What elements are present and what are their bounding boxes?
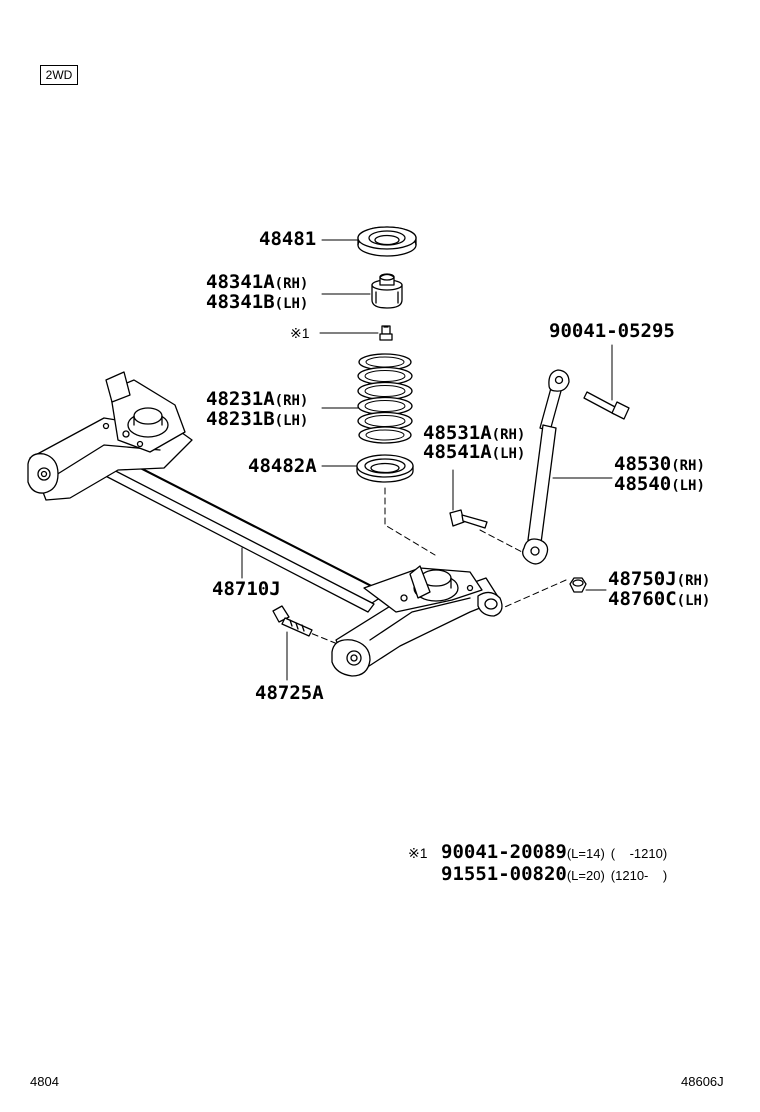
- part-number: 48341A: [206, 271, 275, 293]
- side-lh: (LH): [274, 413, 309, 429]
- footnote-range: ( -1210): [610, 846, 668, 861]
- label-48530: 48530(RH): [614, 455, 705, 474]
- label-48231a: 48231A(RH): [206, 390, 308, 409]
- bump-stopper: [371, 273, 403, 309]
- side-rh: (RH): [491, 427, 526, 443]
- label-48750j: 48750J(RH): [608, 570, 710, 589]
- lower-insulator: [356, 454, 414, 483]
- rear-axle-beam: [27, 371, 503, 677]
- footer-right-code: 48606J: [681, 1074, 724, 1089]
- label-ref-mark-1: ※1: [290, 325, 310, 341]
- label-48481: 48481: [259, 228, 317, 250]
- footnote-part: 90041-20089: [441, 841, 567, 863]
- label-48541a: 48541A(LH): [423, 443, 525, 462]
- label-48341b: 48341B(LH): [206, 293, 308, 312]
- side-lh: (LH): [676, 593, 711, 609]
- part-number: 48531A: [423, 422, 492, 444]
- side-lh: (LH): [671, 478, 705, 494]
- part-number: 48541A: [423, 441, 492, 463]
- small-stud: [379, 325, 393, 341]
- side-rh: (RH): [671, 458, 705, 474]
- part-number: 48540: [614, 473, 672, 495]
- side-lh: (LH): [491, 446, 526, 462]
- footer-left-code: 4804: [30, 1074, 59, 1089]
- upper-spring-seat: [357, 226, 417, 257]
- shock-upper-bolt: [583, 391, 630, 420]
- footnote-range: (1210- ): [610, 868, 668, 883]
- part-number: 48760C: [608, 588, 677, 610]
- coil-spring-inner: [364, 356, 406, 441]
- shock-nut: [569, 577, 587, 593]
- label-48540: 48540(LH): [614, 475, 705, 494]
- part-number: 48530: [614, 453, 672, 475]
- side-rh: (RH): [274, 393, 309, 409]
- drive-type-badge: 2WD: [40, 65, 78, 85]
- label-48531a: 48531A(RH): [423, 424, 525, 443]
- side-rh: (RH): [676, 573, 711, 589]
- part-number: 48231A: [206, 388, 275, 410]
- shock-absorber: [522, 369, 570, 565]
- label-48710j: 48710J: [212, 578, 281, 600]
- side-lh: (LH): [274, 296, 309, 312]
- label-90041-05295: 90041-05295: [549, 320, 675, 342]
- side-rh: (RH): [274, 276, 309, 292]
- label-48725a: 48725A: [255, 682, 324, 704]
- dashed-lines: [302, 487, 567, 646]
- part-number: 48750J: [608, 568, 677, 590]
- shock-lower-bolt: [449, 509, 488, 529]
- footnote-length: (L=20): [566, 868, 605, 883]
- part-number: 48231B: [206, 408, 275, 430]
- footnote-length: (L=14): [566, 846, 605, 861]
- part-number: 48341B: [206, 291, 275, 313]
- footnote-mark: ※1: [408, 845, 428, 861]
- footnote-part: 91551-00820: [441, 863, 567, 885]
- label-48482a: 48482A: [248, 455, 317, 477]
- label-48231b: 48231B(LH): [206, 410, 308, 429]
- footnote-row-1: 90041-20089(L=14) ( -1210): [441, 843, 667, 862]
- arm-bolt: [272, 605, 313, 637]
- leader-lines: [241, 239, 613, 681]
- label-48760c: 48760C(LH): [608, 590, 710, 609]
- label-48341a: 48341A(RH): [206, 273, 308, 292]
- footnote-row-2: 91551-00820(L=20) (1210- ): [441, 865, 667, 884]
